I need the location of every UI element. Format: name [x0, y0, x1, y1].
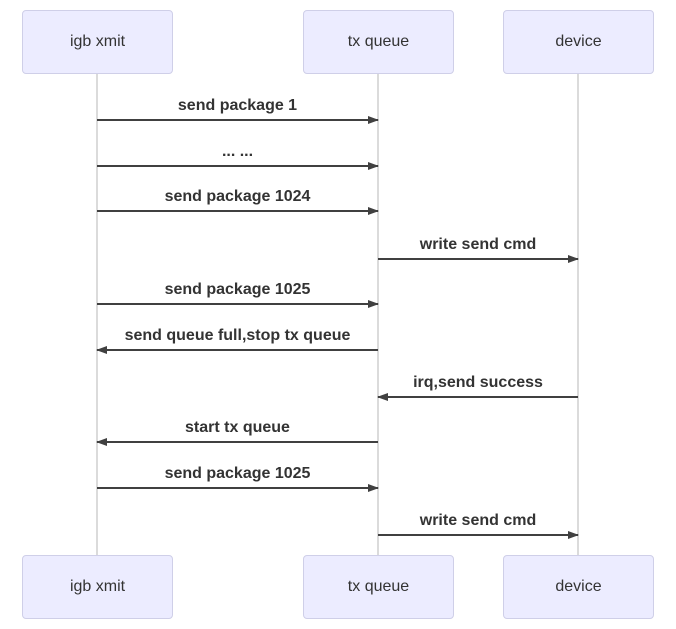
message-send-package-1025-second: send package 1025 — [97, 466, 379, 492]
actor-label: tx queue — [347, 33, 410, 50]
actor-label: igb xmit — [69, 578, 126, 595]
actor-tx-queue-top: tx queue — [303, 10, 454, 74]
arrowhead-right-icon — [368, 300, 379, 308]
arrow-line — [97, 165, 378, 167]
actor-tx-queue-bottom: tx queue — [303, 555, 454, 619]
message-label: write send cmd — [419, 236, 537, 253]
arrowhead-right-icon — [568, 531, 579, 539]
actor-label: device — [555, 33, 602, 50]
arrowhead-left-icon — [96, 346, 107, 354]
actor-igb-xmit-bottom: igb xmit — [22, 555, 173, 619]
arrowhead-left-icon — [96, 438, 107, 446]
message-label: ... ... — [221, 143, 254, 160]
message-write-send-cmd-1: write send cmd — [378, 237, 579, 263]
arrow-line — [378, 396, 578, 398]
message-send-package-1024: send package 1024 — [97, 189, 379, 215]
lifeline-device — [577, 74, 579, 555]
arrow-line — [378, 534, 578, 536]
message-label: write send cmd — [419, 512, 537, 529]
message-send-queue-full-stop-tx-queue: send queue full,stop tx queue — [96, 328, 378, 354]
arrow-line — [378, 258, 578, 260]
message-label: send package 1025 — [164, 465, 311, 482]
message-label: send queue full,stop tx queue — [124, 327, 351, 344]
arrowhead-right-icon — [568, 255, 579, 263]
message-label: send package 1 — [177, 97, 298, 114]
arrowhead-right-icon — [368, 116, 379, 124]
message-label: irq,send success — [413, 374, 543, 391]
message-irq-send-success: irq,send success — [377, 375, 578, 401]
message-ellipsis: ... ... — [97, 144, 379, 170]
message-label: send package 1025 — [164, 281, 311, 298]
actor-label: tx queue — [347, 578, 410, 595]
message-send-package-1: send package 1 — [97, 98, 379, 124]
actor-device-bottom: device — [503, 555, 654, 619]
actor-label: igb xmit — [69, 33, 126, 50]
message-send-package-1025-first: send package 1025 — [97, 282, 379, 308]
message-label: start tx queue — [185, 419, 290, 436]
lifeline-tx-queue — [377, 74, 379, 555]
lifeline-igb-xmit — [96, 74, 98, 555]
message-start-tx-queue: start tx queue — [96, 420, 378, 446]
arrow-line — [97, 487, 378, 489]
arrow-line — [97, 441, 378, 443]
arrowhead-right-icon — [368, 484, 379, 492]
arrowhead-left-icon — [377, 393, 388, 401]
message-label: send package 1024 — [164, 188, 311, 205]
actor-device-top: device — [503, 10, 654, 74]
arrow-line — [97, 303, 378, 305]
arrowhead-right-icon — [368, 162, 379, 170]
arrow-line — [97, 210, 378, 212]
actor-label: device — [555, 578, 602, 595]
message-write-send-cmd-2: write send cmd — [378, 513, 579, 539]
actor-igb-xmit-top: igb xmit — [22, 10, 173, 74]
arrow-line — [97, 119, 378, 121]
arrow-line — [97, 349, 378, 351]
arrowhead-right-icon — [368, 207, 379, 215]
